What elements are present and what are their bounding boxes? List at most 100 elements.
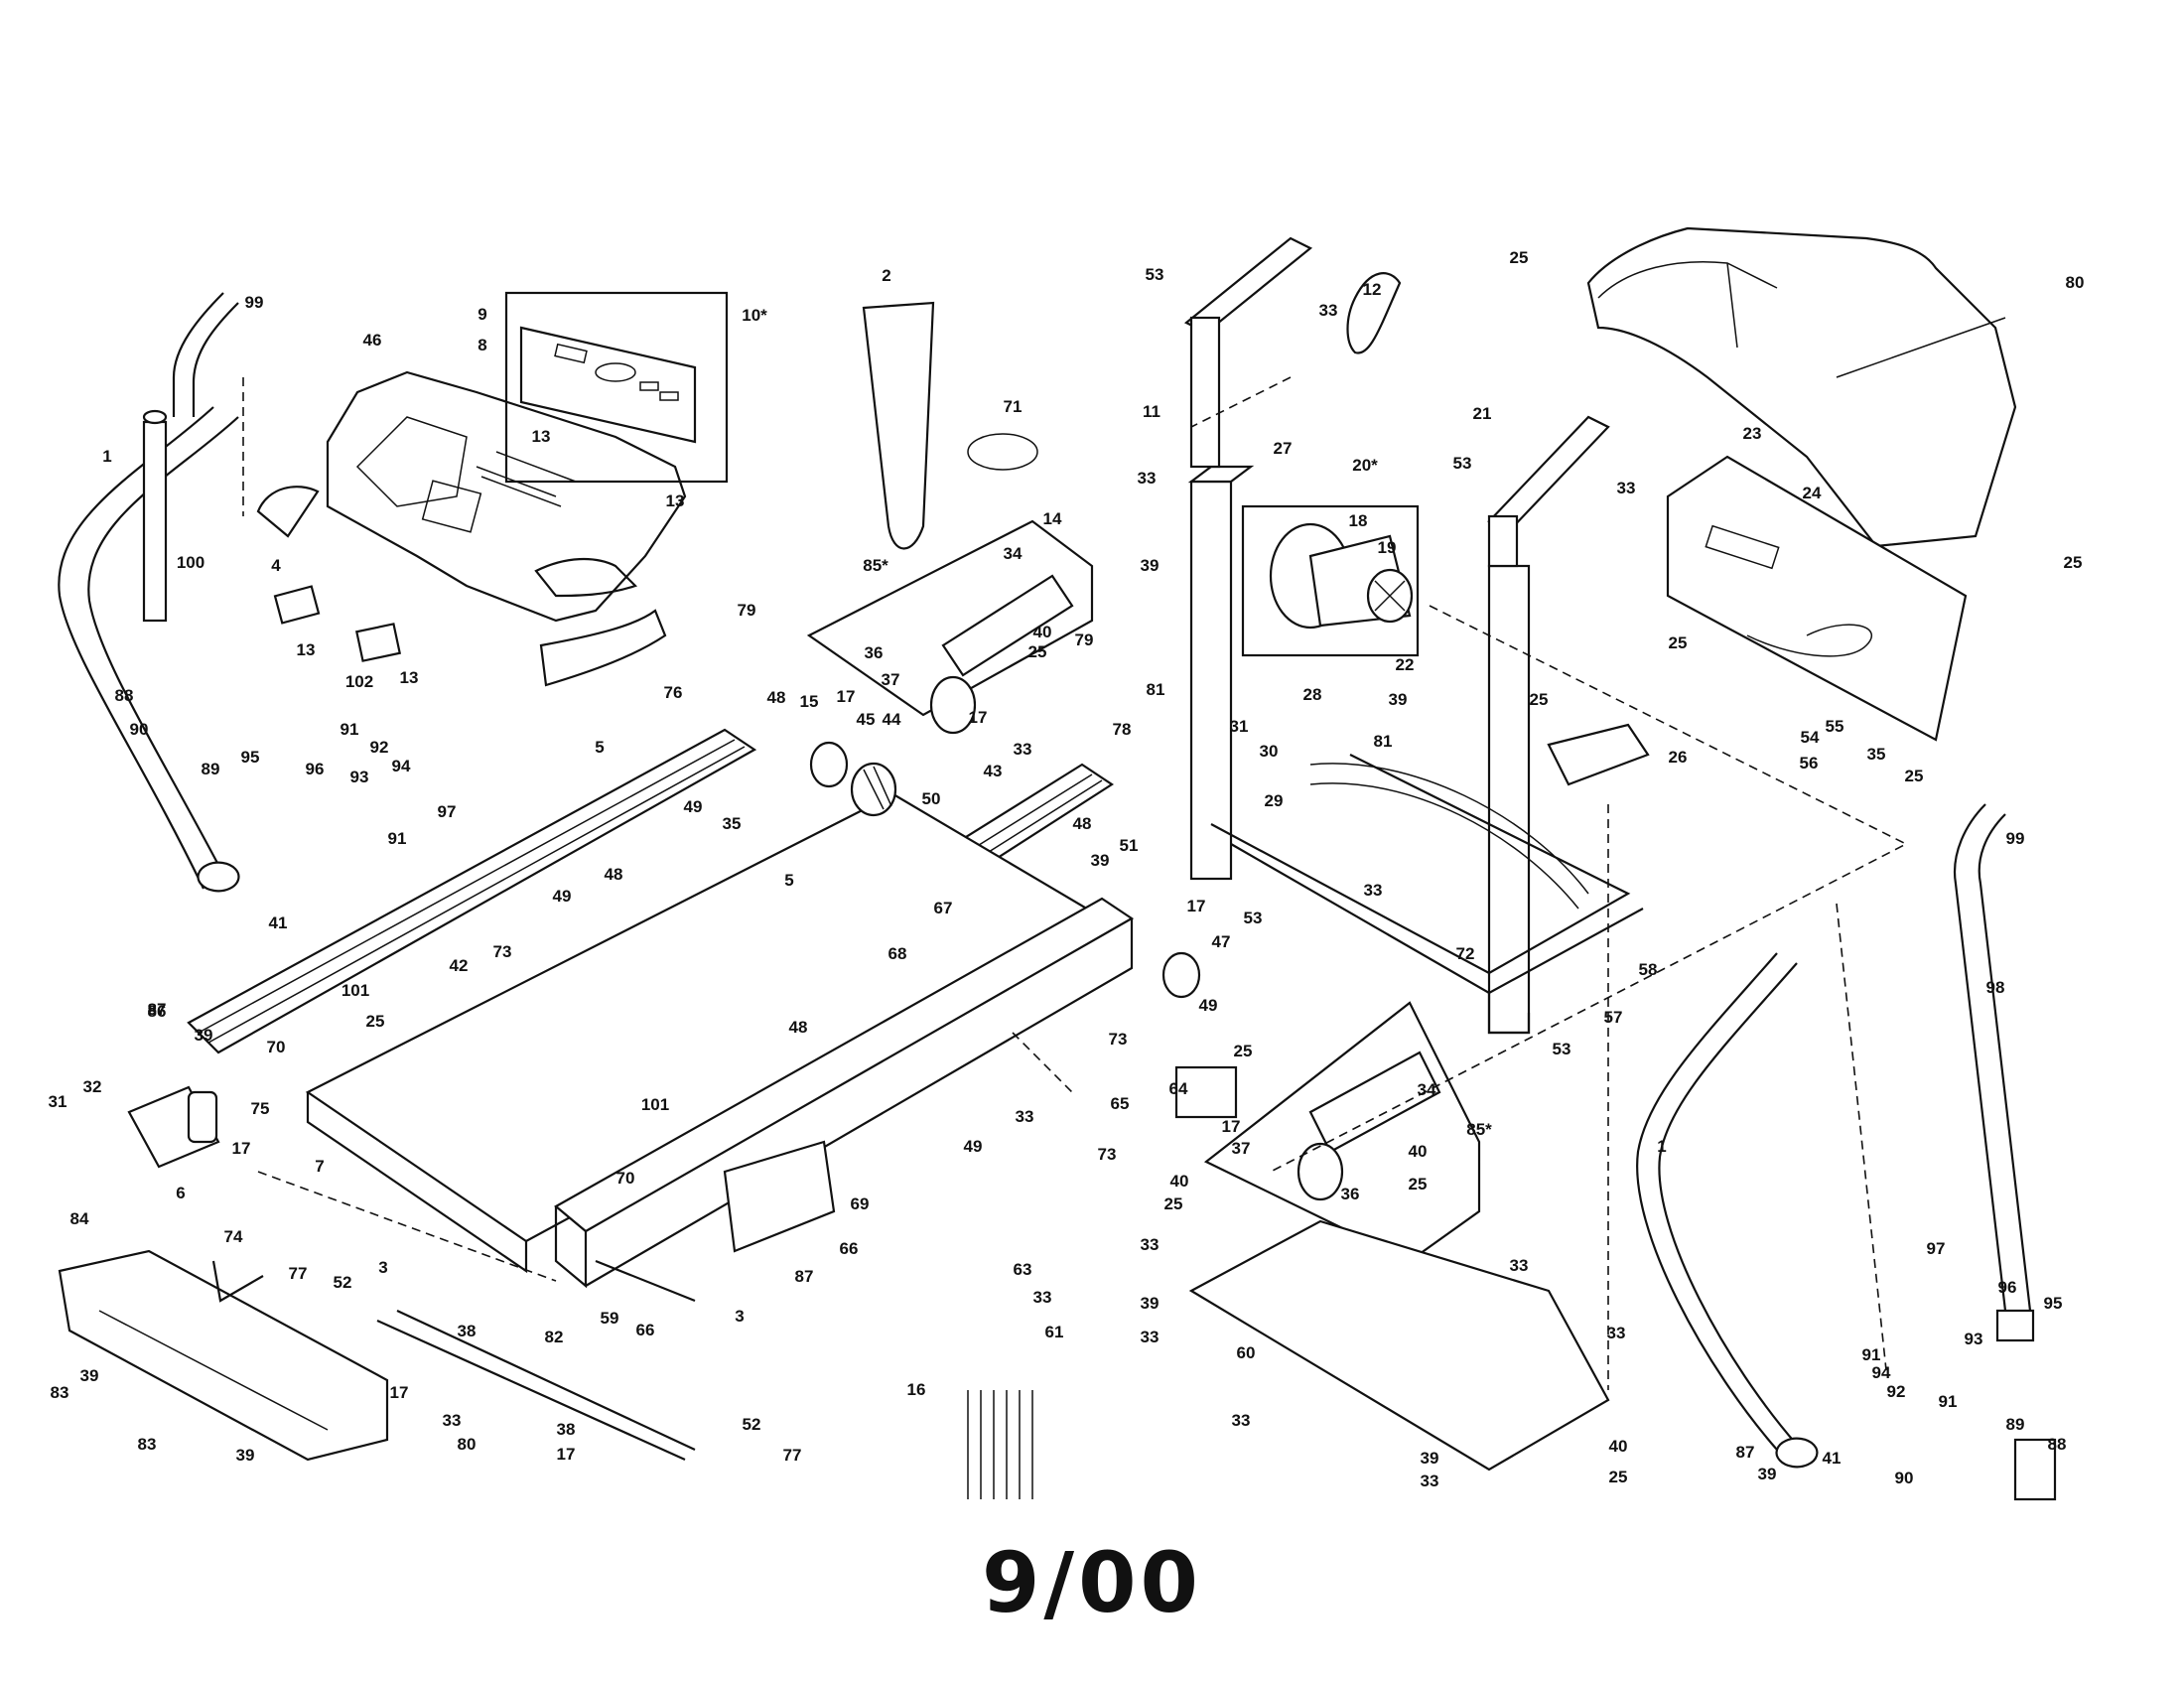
callout-label: 33 (1232, 1411, 1251, 1430)
callout-label: 50 (922, 789, 941, 808)
callout-label: 48 (605, 865, 623, 884)
callout-label: 18 (1349, 511, 1368, 530)
callout-label: 37 (882, 670, 900, 689)
callout-label: 11 (1143, 402, 1160, 421)
motor-hood (1586, 226, 2017, 548)
callout-label: 3 (735, 1307, 744, 1326)
wire-71 (967, 433, 1038, 471)
callout-label: 49 (1199, 996, 1218, 1015)
callout-label: 39 (80, 1366, 99, 1385)
callout-label: 71 (1004, 397, 1023, 416)
callout-label: 10* (742, 306, 767, 325)
callout-label: 63 (1014, 1260, 1032, 1279)
callout-label: 53 (1453, 454, 1472, 473)
callout-label: 38 (458, 1322, 477, 1340)
right-handrail (1636, 803, 2057, 1501)
callout-label: 33 (1014, 740, 1032, 759)
callout-label: 100 (177, 553, 205, 572)
callout-label: 33 (1033, 1288, 1052, 1307)
belt-59 (595, 1259, 696, 1303)
callout-label: 99 (245, 293, 264, 312)
callout-label: 22 (1396, 655, 1415, 674)
callout-label: 3 (378, 1258, 387, 1277)
callout-label: 80 (2066, 273, 2085, 292)
front-roller-6 (127, 1085, 220, 1169)
callout-label: 34 (1418, 1080, 1436, 1099)
console-assembly (256, 370, 687, 687)
callout-label: 85* (863, 556, 888, 575)
rear-endcap-84 (58, 1249, 389, 1462)
callout-label: 25 (1164, 1194, 1183, 1213)
callout-label: 25 (2064, 553, 2083, 572)
callout-label: 90 (130, 720, 149, 739)
callout-label: 13 (400, 668, 419, 687)
callout-label: 13 (532, 427, 551, 446)
callout-label: 89 (2006, 1415, 2025, 1434)
callout-label: 68 (888, 944, 907, 963)
callout-label: 33 (1421, 1472, 1439, 1490)
callout-label: 17 (557, 1445, 576, 1464)
callout-label: 46 (363, 331, 382, 350)
callout-label: 93 (1965, 1330, 1983, 1348)
callout-label: 53 (1244, 909, 1263, 927)
callout-label: 61 (1045, 1323, 1064, 1341)
callout-label: 48 (1073, 814, 1092, 833)
callout-label: 70 (616, 1169, 635, 1188)
callout-label: 16 (907, 1380, 926, 1399)
callout-label: 33 (1319, 301, 1338, 320)
callout-label: 39 (195, 1026, 213, 1045)
callout-label: 53 (1146, 265, 1164, 284)
callout-label: 33 (1016, 1107, 1034, 1126)
callout-label: 25 (1409, 1175, 1428, 1193)
callout-label: 25 (1530, 690, 1549, 709)
callout-label: 25 (1905, 767, 1924, 785)
callout-label: 17 (232, 1139, 251, 1158)
callout-label: 65 (1111, 1094, 1130, 1113)
callout-label: 48 (789, 1018, 808, 1037)
motor-base-24 (1666, 455, 1968, 742)
callout-label: 87 (1736, 1443, 1755, 1462)
callout-label: 76 (664, 683, 683, 702)
callout-label: 77 (783, 1446, 802, 1465)
callout-label: 34 (1004, 544, 1023, 563)
callout-label: 95 (241, 748, 260, 767)
callout-label: 37 (1232, 1139, 1251, 1158)
callout-label: 40 (1609, 1437, 1628, 1456)
callout-label: 49 (553, 887, 572, 906)
callout-label: 83 (51, 1383, 69, 1402)
front-roller-pulley (809, 741, 897, 817)
hex-key-74 (211, 1260, 264, 1303)
callout-label: 17 (837, 687, 856, 706)
callout-label: 56 (1800, 754, 1819, 772)
callout-label: 49 (684, 797, 703, 816)
callout-label: 83 (138, 1435, 157, 1454)
callout-label: 14 (1043, 509, 1062, 528)
callout-label: 98 (1986, 978, 2005, 997)
callout-label: 64 (1169, 1079, 1188, 1098)
callout-label: 33 (1617, 479, 1636, 497)
date-stamp: 9/00 (981, 1534, 1203, 1631)
callout-label: 53 (1553, 1040, 1571, 1058)
callout-label: 44 (883, 710, 901, 729)
callout-label: 25 (1234, 1042, 1253, 1060)
callout-label: 36 (865, 643, 884, 662)
callout-label: 2 (882, 266, 890, 285)
callout-label: 48 (767, 688, 786, 707)
callout-label: 5 (784, 871, 793, 890)
base-frame (1210, 754, 1644, 1035)
callout-label: 96 (306, 760, 325, 778)
skid-plate-60 (1188, 1219, 1610, 1472)
callout-label: 88 (2048, 1435, 2067, 1454)
callout-label: 89 (202, 760, 220, 778)
wire-ties-16 (967, 1390, 1033, 1499)
callout-label: 47 (1212, 932, 1231, 951)
callout-label: 27 (1274, 439, 1293, 458)
callout-label: 67 (934, 899, 953, 917)
callout-label: 33 (1138, 469, 1157, 488)
callout-label: 97 (1927, 1239, 1946, 1258)
callout-label: 19 (1378, 538, 1397, 557)
callout-label: 93 (350, 768, 369, 786)
callout-label: 99 (2006, 829, 2025, 848)
callout-label: 101 (641, 1095, 669, 1114)
callout-label: 77 (289, 1264, 308, 1283)
